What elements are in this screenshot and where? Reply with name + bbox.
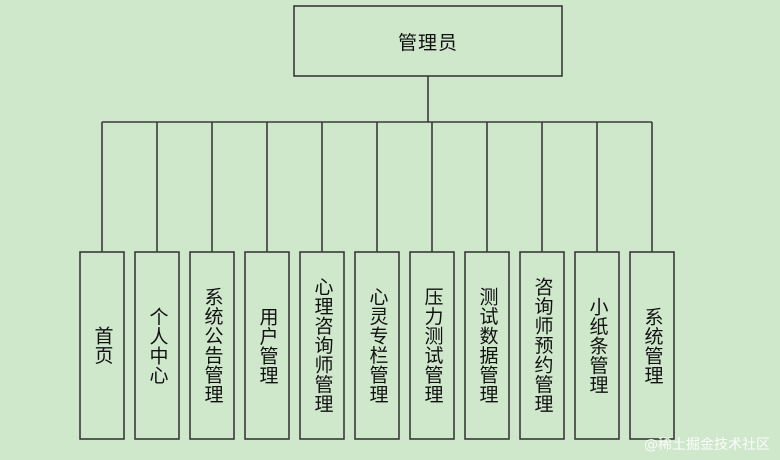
child-node: 压力测试管理 [410, 252, 454, 439]
watermark-text: @稀土掘金技术社区 [644, 437, 770, 453]
child-node-box [629, 251, 675, 440]
child-node: 系统公告管理 [190, 252, 234, 439]
child-node-label: 个人中心 [146, 306, 169, 385]
child-node: 小纸条管理 [575, 252, 619, 439]
child-node-box [134, 251, 180, 440]
child-node-label: 系统公告管理 [201, 287, 224, 404]
child-node-label: 首页 [91, 326, 114, 365]
child-node-box [519, 251, 565, 440]
child-node-label: 测试数据管理 [476, 287, 499, 404]
child-node-label: 心理咨询师管理 [311, 277, 334, 414]
child-node-label: 用户管理 [256, 306, 279, 385]
child-node-box [79, 251, 125, 440]
child-node-box [299, 251, 345, 440]
child-node-label: 心灵专栏管理 [366, 287, 389, 404]
child-node: 系统管理 [630, 252, 674, 439]
child-node: 首页 [80, 252, 124, 439]
child-node: 测试数据管理 [465, 252, 509, 439]
child-node-box [574, 251, 620, 440]
child-node-label: 小纸条管理 [586, 296, 609, 395]
child-node-box [409, 251, 455, 440]
child-node-label: 压力测试管理 [421, 287, 444, 404]
child-node: 心理咨询师管理 [300, 252, 344, 439]
child-node-label: 咨询师预约管理 [531, 277, 554, 414]
child-node: 用户管理 [245, 252, 289, 439]
child-node: 个人中心 [135, 252, 179, 439]
root-node-label: 管理员 [397, 31, 458, 54]
child-node-box [354, 251, 400, 440]
child-node-box [244, 251, 290, 440]
child-node-box [464, 251, 510, 440]
child-node: 心灵专栏管理 [355, 252, 399, 439]
child-node: 咨询师预约管理 [520, 252, 564, 439]
child-node-box [189, 251, 235, 440]
root-node-box [293, 5, 563, 77]
child-node-label: 系统管理 [641, 306, 664, 385]
